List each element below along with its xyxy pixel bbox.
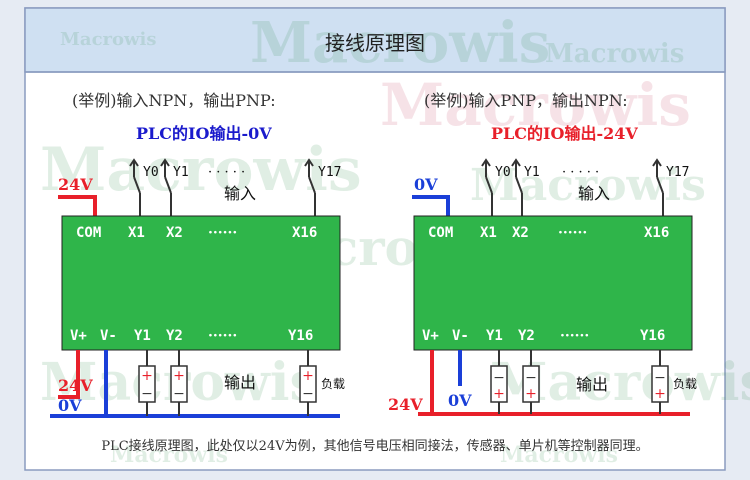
- right-subtitle: PLC的IO输出-24V: [491, 124, 638, 143]
- left-bottom-blue-label: 0V: [58, 396, 82, 415]
- left-terminal: X2: [166, 225, 183, 241]
- watermark-text: Macrowis: [500, 442, 618, 468]
- left-sensor-label: Y17: [318, 165, 341, 180]
- right-terminal: X16: [644, 225, 669, 241]
- minus-sign: −: [654, 370, 666, 386]
- plus-sign: +: [302, 368, 314, 384]
- left-example-text: (举例)输入NPN，输出PNP:: [72, 91, 276, 110]
- right-terminal: Y1: [486, 328, 503, 344]
- title-bar: [24, 7, 726, 73]
- right-inputs-label: 输入: [578, 184, 610, 203]
- right-terminal: Y16: [640, 328, 665, 344]
- right-terminal: ······: [558, 225, 587, 241]
- watermark-text: Macrowis: [250, 10, 550, 76]
- left-terminal: Y1: [134, 328, 151, 344]
- left-loads: + − + − + −: [138, 350, 317, 416]
- right-top-rail: [412, 195, 450, 216]
- left-terminal: V+: [70, 328, 87, 344]
- right-panel: (举例)输入PNP，输出NPN: PLC的IO输出-24V 0V Y0 Y1 ·…: [388, 91, 697, 416]
- right-loads: − + − + − +: [490, 350, 669, 414]
- right-load-label: 负载: [673, 377, 697, 391]
- left-top-rail: [58, 195, 97, 216]
- left-terminal: X1: [128, 225, 145, 241]
- watermark-text: Macrowis: [380, 71, 691, 139]
- left-subtitle: PLC的IO输出-0V: [136, 124, 272, 143]
- minus-sign: −: [141, 386, 153, 402]
- left-terminal: ······: [208, 225, 237, 241]
- right-terminal: COM: [428, 225, 453, 241]
- left-terminal: Y16: [288, 328, 313, 344]
- right-outputs-label: 输出: [576, 375, 608, 394]
- plus-sign: +: [654, 386, 666, 402]
- left-sensors: [129, 158, 316, 216]
- minus-sign: −: [302, 386, 314, 402]
- left-outputs-label: 输出: [224, 373, 256, 392]
- watermark-text: Macrowis: [40, 135, 362, 205]
- right-sensor-dots: · · · · ·: [562, 165, 599, 180]
- plus-sign: +: [173, 368, 185, 384]
- plus-sign: +: [493, 386, 505, 402]
- left-bottom-red-rail: [58, 350, 80, 399]
- plus-sign: +: [141, 368, 153, 384]
- right-plc-block: [413, 215, 693, 351]
- left-terminal: COM: [76, 225, 101, 241]
- right-bottom-blue-label: 0V: [448, 391, 472, 410]
- right-top-rail-label: 0V: [414, 175, 438, 194]
- page-title: 接线原理图: [325, 31, 425, 55]
- right-example-text: (举例)输入PNP，输出NPN:: [424, 91, 628, 110]
- left-terminal: ······: [208, 328, 237, 344]
- left-plc-block: [61, 215, 341, 351]
- left-sensor-label: Y1: [173, 165, 189, 180]
- footer-note: PLC接线原理图，此处仅以24V为例，其他信号电压相同接法，传感器、单片机等控制…: [101, 438, 648, 454]
- watermark-text: Macrowis: [60, 29, 157, 50]
- minus-sign: −: [173, 386, 185, 402]
- left-inputs-label: 输入: [224, 184, 256, 203]
- left-panel: (举例)输入NPN，输出PNP: PLC的IO输出-0V 24V Y0 Y1 ·…: [50, 91, 345, 418]
- right-sensor-label: Y0: [495, 165, 511, 180]
- right-terminal: V+: [422, 328, 439, 344]
- right-terminal: V-: [452, 328, 469, 344]
- right-sensor-label: Y17: [666, 165, 689, 180]
- left-bottom-red-label: 24V: [58, 376, 93, 395]
- minus-sign: −: [493, 370, 505, 386]
- left-top-rail-label: 24V: [58, 175, 93, 194]
- watermark-text: Macrowis: [470, 160, 706, 211]
- right-terminal: ······: [560, 328, 589, 344]
- minus-sign: −: [525, 370, 537, 386]
- right-terminal: X1: [480, 225, 497, 241]
- left-load-label: 负载: [321, 377, 345, 391]
- plus-sign: +: [525, 386, 537, 402]
- left-terminal: Y2: [166, 328, 183, 344]
- watermark-text: Macrowis: [110, 442, 228, 468]
- watermark-text: Macrowis: [545, 39, 684, 69]
- right-terminal: Y2: [518, 328, 535, 344]
- right-bottom-red-label: 24V: [388, 395, 423, 414]
- left-sensor-dots: · · · · ·: [208, 165, 245, 180]
- right-sensors: [481, 158, 664, 216]
- left-sensor-label: Y0: [143, 165, 159, 180]
- left-terminal: X16: [292, 225, 317, 241]
- right-sensor-label: Y1: [524, 165, 540, 180]
- left-terminal: V-: [100, 328, 117, 344]
- right-terminal: X2: [512, 225, 529, 241]
